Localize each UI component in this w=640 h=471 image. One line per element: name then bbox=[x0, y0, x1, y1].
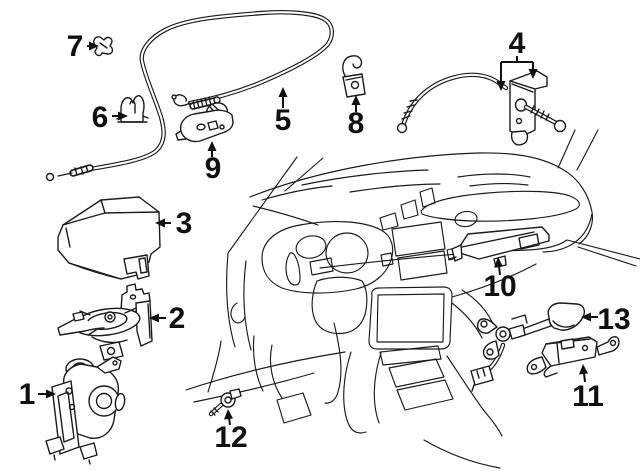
callout-10[interactable]: 10 bbox=[483, 257, 517, 303]
callout-7-label[interactable]: 7 bbox=[67, 30, 84, 63]
callout-8-label[interactable]: 8 bbox=[348, 107, 365, 140]
callout-13-arrow bbox=[581, 312, 591, 322]
part-5-cable bbox=[45, 10, 334, 182]
callout-3-label[interactable]: 3 bbox=[176, 207, 193, 240]
callout-4[interactable]: 4 bbox=[496, 27, 538, 91]
callout-4-label[interactable]: 4 bbox=[509, 27, 526, 60]
callout-8[interactable]: 8 bbox=[348, 95, 365, 140]
part-11-module bbox=[526, 336, 620, 378]
part-3-cover bbox=[57, 196, 161, 280]
dash-left-edge bbox=[185, 252, 346, 403]
callout-1-label[interactable]: 1 bbox=[19, 378, 36, 411]
callout-6-label[interactable]: 6 bbox=[92, 101, 109, 134]
part-8-bracket bbox=[342, 55, 366, 98]
pedals bbox=[252, 322, 342, 424]
callout-2-arrow bbox=[149, 313, 159, 323]
part-7-clip bbox=[93, 36, 114, 57]
callout-9-arrow bbox=[207, 141, 217, 151]
dashboard-illustration bbox=[185, 129, 640, 469]
callout-12[interactable]: 12 bbox=[214, 409, 248, 454]
callout-1-arrow bbox=[46, 389, 56, 399]
callout-9-label[interactable]: 9 bbox=[205, 152, 222, 185]
callout-13-label[interactable]: 13 bbox=[597, 303, 630, 336]
callout-6[interactable]: 6 bbox=[92, 101, 128, 134]
steering-column bbox=[311, 276, 368, 335]
center-stack bbox=[368, 187, 478, 366]
callout-5-arrow bbox=[278, 87, 288, 97]
callout-7[interactable]: 7 bbox=[67, 30, 99, 63]
callout-11[interactable]: 11 bbox=[572, 364, 604, 413]
part-1-actuator bbox=[45, 356, 126, 465]
callout-2-label[interactable]: 2 bbox=[169, 302, 186, 335]
callout-3-arrow bbox=[155, 218, 165, 228]
part-10-module bbox=[448, 226, 550, 268]
center-console bbox=[343, 351, 503, 469]
callout-2[interactable]: 2 bbox=[149, 302, 185, 335]
part-9-bracket bbox=[175, 102, 234, 143]
callout-7-arrow bbox=[89, 41, 99, 51]
callout-3[interactable]: 3 bbox=[155, 207, 192, 240]
callout-4-arrow-left bbox=[496, 81, 506, 91]
callout-1[interactable]: 1 bbox=[19, 378, 56, 411]
callout-10-arrow bbox=[494, 257, 503, 268]
callout-8-arrow bbox=[351, 95, 361, 105]
callout-6-arrow bbox=[118, 111, 128, 121]
callout-10-label[interactable]: 10 bbox=[483, 270, 516, 303]
callout-9[interactable]: 9 bbox=[205, 141, 222, 185]
callout-11-arrow bbox=[579, 364, 588, 375]
part-12-switch bbox=[208, 388, 242, 417]
callout-12-arrow bbox=[224, 409, 233, 420]
callout-11-label[interactable]: 11 bbox=[572, 380, 604, 413]
callout-12-label[interactable]: 12 bbox=[214, 421, 247, 454]
callout-4-arrow-right bbox=[528, 69, 538, 79]
callout-13[interactable]: 13 bbox=[581, 303, 631, 336]
windshield-pillars bbox=[227, 129, 599, 254]
callout-5-label[interactable]: 5 bbox=[275, 104, 292, 137]
part-13-switch-lever bbox=[470, 302, 586, 392]
instrument-cluster bbox=[261, 221, 394, 294]
part-2-bracket bbox=[57, 283, 153, 361]
callout-5[interactable]: 5 bbox=[275, 87, 292, 137]
part-4-cable-assembly bbox=[396, 70, 567, 146]
